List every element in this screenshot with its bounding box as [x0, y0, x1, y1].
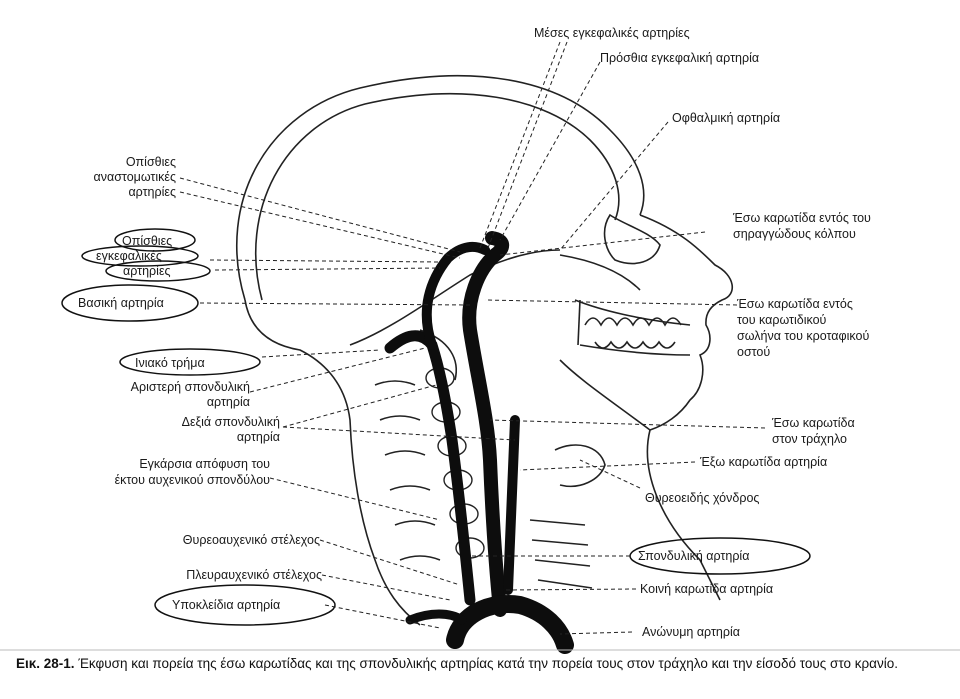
label-eso-spirag-2: σηραγγώδους κόλπου	[733, 227, 856, 241]
label-opisthies-enk-3: αρτηρίες	[123, 264, 171, 278]
arteries	[384, 231, 574, 654]
label-aristeri-2: αρτηρία	[207, 395, 250, 409]
label-ofthalmiki: Οφθαλμική αρτηρία	[672, 111, 780, 125]
label-pleuroauxeniko: Πλευραυχενικό στέλεχος	[186, 568, 322, 582]
label-eso-kar-sol-3: σωλήνα του κροταφικού	[737, 329, 869, 343]
label-dexia-2: αρτηρία	[237, 430, 280, 444]
labels: Μέσες εγκεφαλικές αρτηρίες Πρόσθια εγκεφ…	[78, 26, 871, 639]
label-thyreoauxeniko: Θυρεοαυχενικό στέλεχος	[183, 533, 320, 547]
label-ypokleidia: Υποκλείδια αρτηρία	[172, 598, 280, 612]
circled-label-outlines	[61, 228, 811, 626]
label-enkarsia-1: Εγκάρσια απόφυση του	[139, 457, 270, 471]
label-eso-kar-sol-1: Έσω καρωτίδα εντός	[736, 297, 853, 311]
label-exo: Έξω καρωτίδα αρτηρία	[699, 455, 827, 469]
label-iniako: Ινιακό τρήμα	[135, 356, 205, 370]
label-spondyliki: Σπονδυλική αρτηρία	[638, 549, 749, 563]
label-opisthies-anast-2: αναστομωτικές	[94, 170, 176, 184]
label-opisthies-enk-1: Οπίσθιες	[122, 234, 172, 248]
leader-lines	[179, 41, 766, 635]
label-dexia-1: Δεξιά σπονδυλική	[182, 415, 280, 429]
label-koini: Κοινή καρωτίδα αρτηρία	[640, 582, 773, 596]
label-enkarsia-2: έκτου αυχενικού σπονδύλου	[115, 473, 271, 487]
label-opisthies-anast-3: αρτηρίες	[128, 185, 176, 199]
head-outline	[236, 75, 733, 626]
caption-text: Έκφυση και πορεία της έσω καρωτίδας και …	[78, 656, 898, 671]
label-thyreoeidis: Θυρεοειδής χόνδρος	[645, 491, 759, 505]
label-opisthies-enk-2: εγκεφαλικές	[96, 249, 162, 263]
label-eso-spirag-1: Έσω καρωτίδα εντός του	[732, 211, 871, 225]
label-eso-kar-sol-2: του καρωτιδικού	[737, 313, 827, 327]
label-eso-trax-1: Έσω καρωτίδα	[771, 416, 855, 430]
label-anonymi: Ανώνυμη αρτηρία	[642, 625, 740, 639]
label-eso-trax-2: στον τράχηλο	[772, 432, 847, 446]
label-vasiki: Βασική αρτηρία	[78, 296, 164, 310]
label-opisthies-anast-1: Οπίσθιες	[126, 155, 176, 169]
label-prosthia: Πρόσθια εγκεφαλική αρτηρία	[600, 51, 759, 65]
label-aristeri-1: Αριστερή σπονδυλική	[131, 380, 250, 394]
caption-number: Εικ. 28-1.	[16, 656, 75, 671]
label-meses: Μέσες εγκεφαλικές αρτηρίες	[534, 26, 690, 40]
label-eso-kar-sol-4: οστού	[737, 345, 770, 359]
figure-caption: Εικ. 28-1. Έκφυση και πορεία της έσω καρ…	[16, 655, 946, 673]
